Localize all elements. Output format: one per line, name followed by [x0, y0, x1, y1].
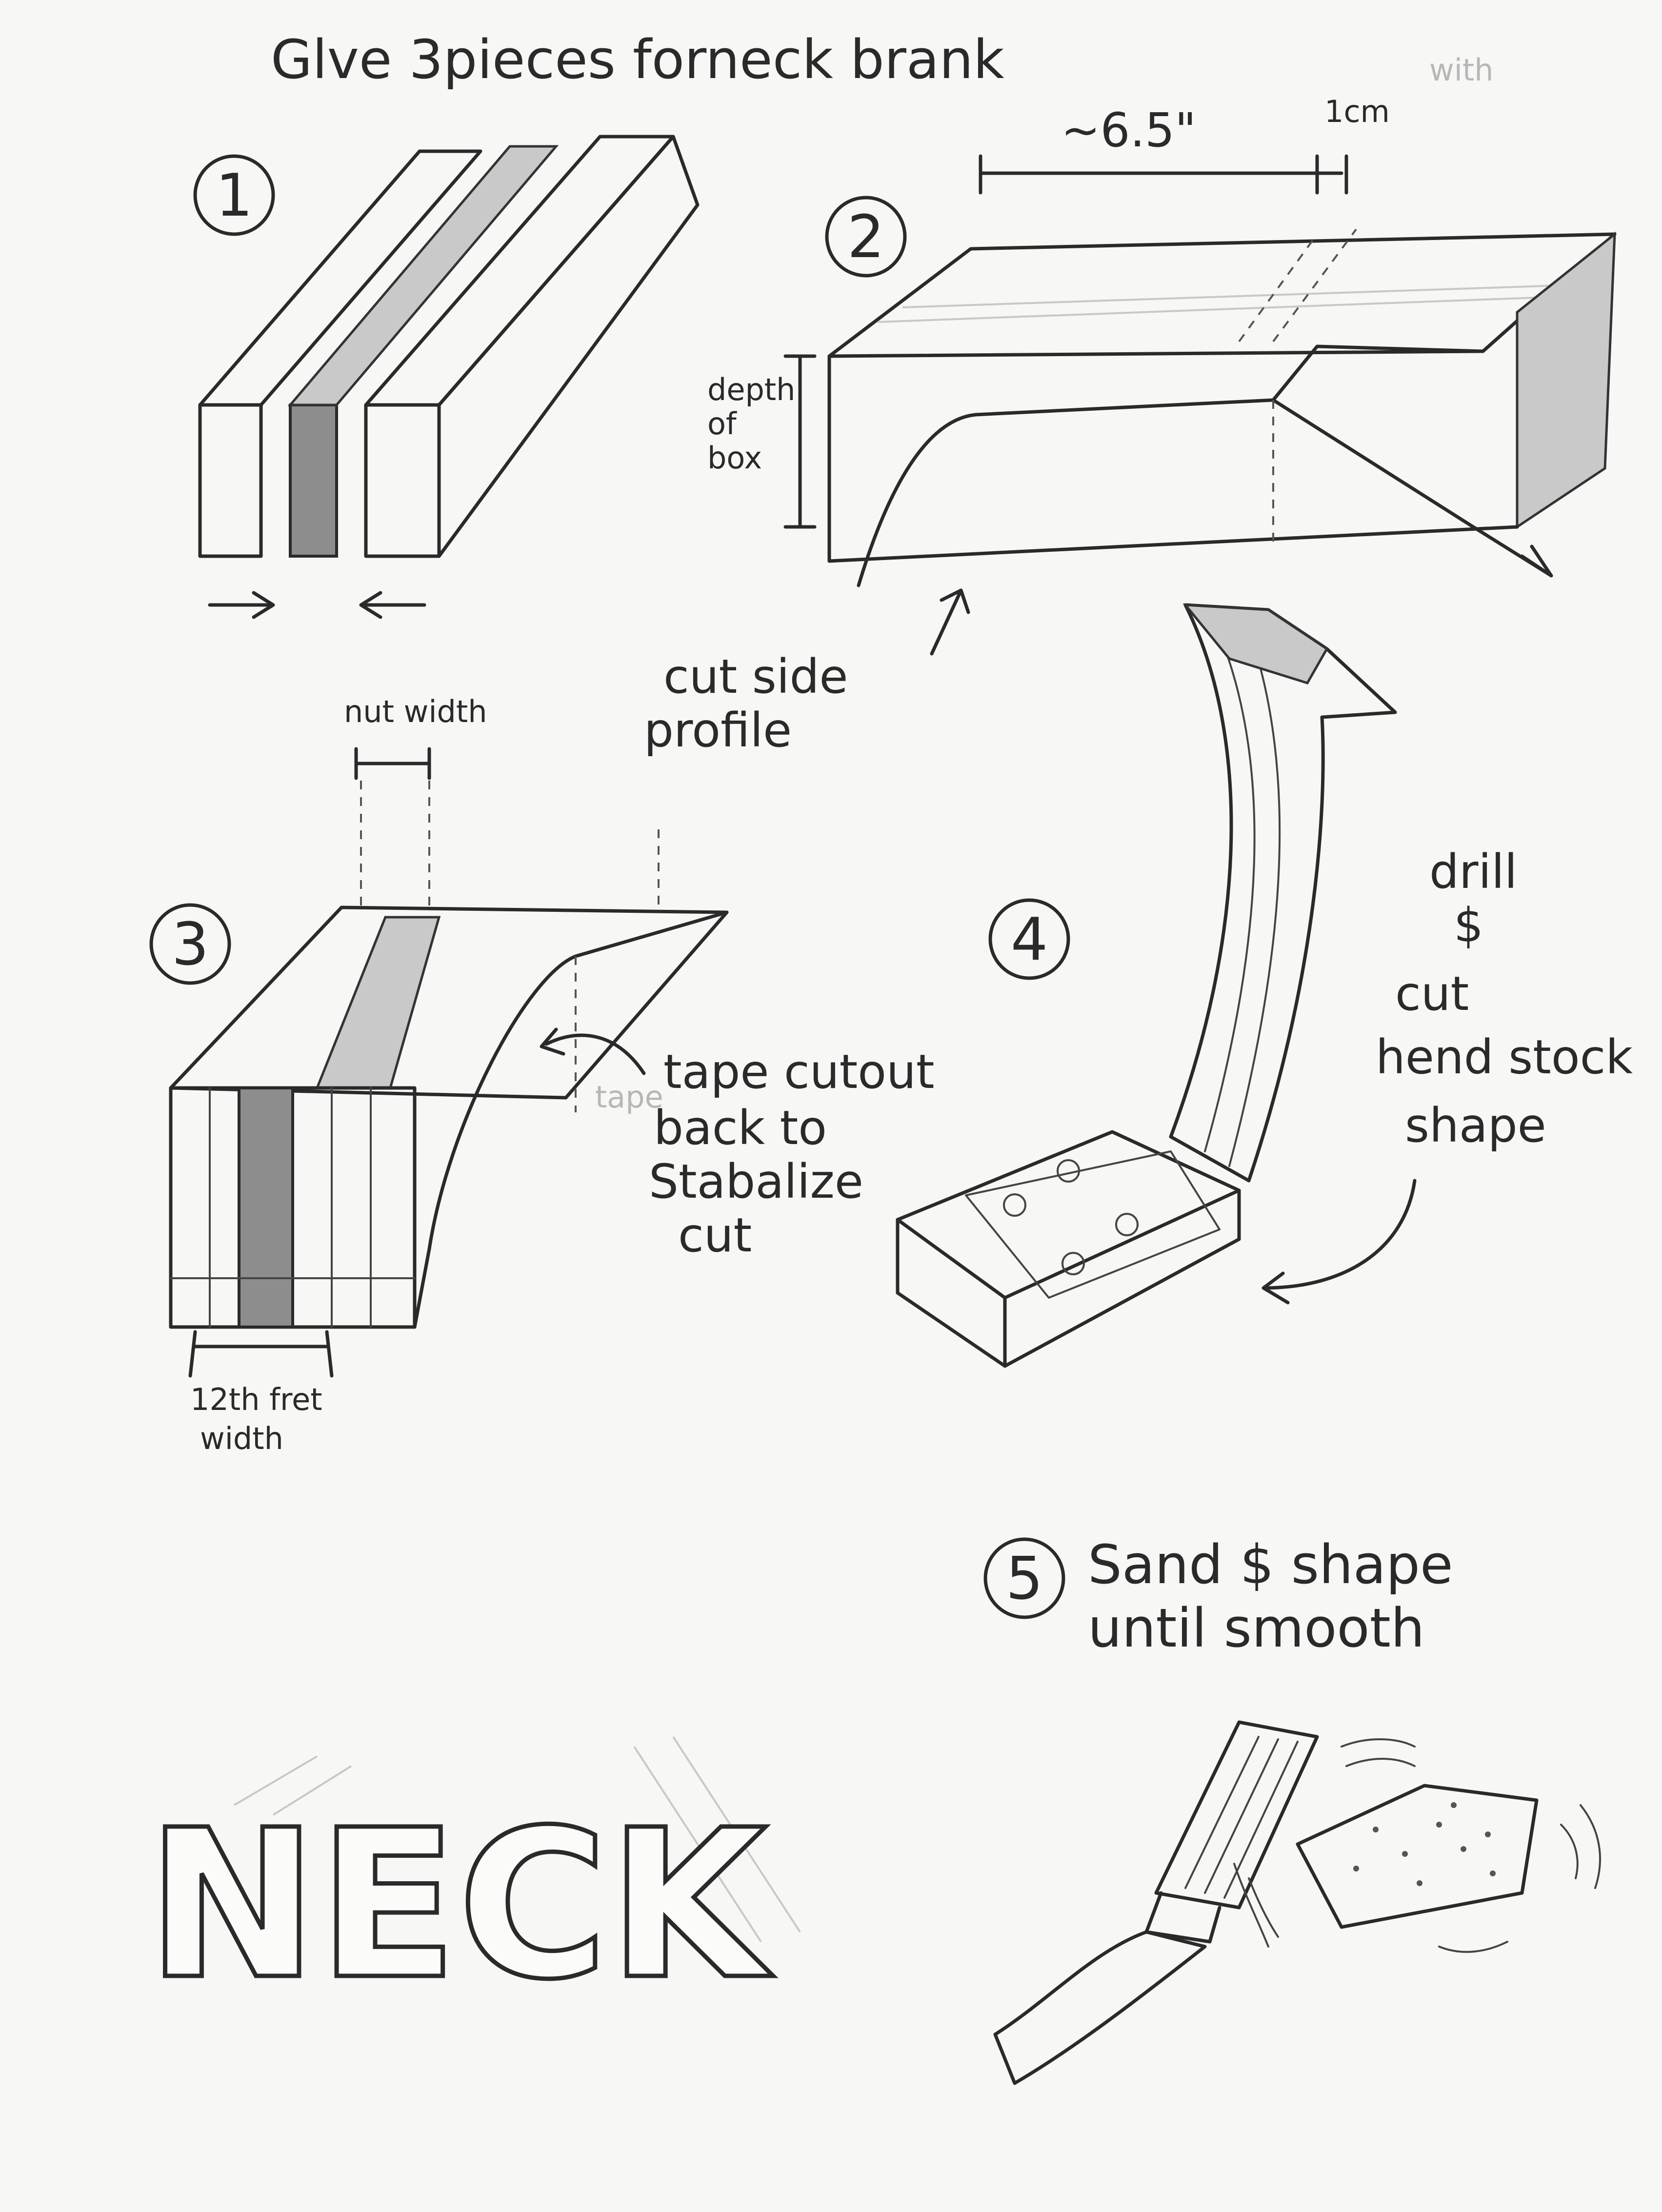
drill-label-line-1: drill	[1429, 845, 1517, 899]
neck-logo: NECK	[144, 1736, 801, 2027]
step-3-number: 3	[172, 911, 209, 979]
depth-bracket	[783, 354, 817, 529]
headstock-angle-line	[1271, 344, 1485, 402]
middle-piece-front	[289, 403, 338, 558]
tuner-hole-4	[1115, 1213, 1139, 1236]
drill-label-line-5: shape	[1405, 1098, 1546, 1153]
tape-label-line-1: tape cutout	[663, 1045, 934, 1099]
rasp-ferrule	[1144, 1891, 1221, 1944]
neck-end-cap	[1182, 603, 1329, 684]
blank-front-lines	[170, 1087, 416, 1328]
cut-pointer-arrow	[930, 588, 970, 656]
step-1-number: 1	[216, 162, 253, 230]
sanding-motion-lines	[1233, 1738, 1601, 1953]
step-1-circle	[193, 154, 275, 236]
drill-label-line-2: $	[1454, 898, 1483, 953]
neck-body	[1169, 603, 1397, 1183]
length-dimension-line	[979, 154, 1348, 195]
tuner-hole-3	[1061, 1252, 1085, 1275]
tape-label-line-3: Stabalize	[649, 1154, 863, 1209]
middle-piece-top	[287, 145, 559, 406]
left-piece-top	[198, 149, 482, 407]
step-4-circle	[988, 898, 1070, 980]
faint-watermark-text: with	[1429, 52, 1494, 88]
depth-label-line-2: of	[707, 406, 738, 442]
profile-end-arrow	[1520, 544, 1553, 578]
drill-label-line-4: hend stock	[1376, 1030, 1633, 1085]
headstock-block	[896, 1130, 1241, 1368]
depth-label-line-1: depth	[707, 372, 795, 407]
tape-label-line-2: back to	[654, 1101, 827, 1155]
faint-tape-text: tape	[595, 1079, 663, 1115]
push-right-arrow	[208, 591, 275, 619]
step-4: 4 drill $ cut hend stock shape	[896, 603, 1633, 1368]
length-label: ~6.5"	[1061, 103, 1196, 158]
side-profile-curve	[857, 398, 1553, 587]
tape-label-line-4: cut	[678, 1208, 752, 1263]
left-piece-front	[198, 403, 263, 558]
blank-side-profile	[413, 910, 729, 1329]
step-2-circle	[825, 196, 907, 278]
right-piece-side	[437, 135, 700, 558]
right-piece-front	[364, 403, 441, 558]
neck-grain-lines	[1204, 628, 1281, 1167]
step-3: 3 nut width tape tape cutout back to Sta…	[149, 694, 934, 1456]
logo-extrusion-lines	[233, 1736, 801, 1943]
step-5-number: 5	[1006, 1545, 1043, 1613]
sandpaper	[1233, 1738, 1601, 1953]
headstock-template	[965, 1150, 1221, 1299]
headstock-pointer-arrow	[1262, 1179, 1417, 1305]
rasp-blade	[1154, 1720, 1319, 1910]
blank-front-stripe	[238, 1086, 294, 1328]
sand-label-line-2: until smooth	[1088, 1597, 1425, 1659]
box-front-outline	[827, 354, 1519, 563]
step-5-circle	[983, 1537, 1065, 1619]
push-left-arrow	[359, 591, 426, 619]
three-wood-pieces	[198, 135, 700, 558]
fret-width-dimension	[188, 1330, 334, 1378]
cut-label-line-1: cut side	[663, 649, 848, 704]
box-top-shading	[878, 284, 1562, 323]
depth-label-line-3: box	[707, 440, 762, 476]
tuner-hole-1	[1003, 1193, 1026, 1217]
step-1: 1	[193, 135, 700, 619]
nut-width-guides	[360, 781, 660, 912]
neck-word: NECK	[146, 1786, 775, 2025]
step-3-circle	[149, 903, 231, 985]
step-4-number: 4	[1011, 906, 1048, 974]
box-top	[827, 232, 1617, 358]
nut-width-label: nut width	[344, 694, 487, 729]
step-2: 2 ~6.5" 1cm depth of box cut side profil…	[644, 94, 1617, 758]
fret-label-line-1: 12th fret	[190, 1382, 322, 1417]
sheet-title: Glve 3pieces forneck brank	[271, 28, 1004, 91]
rasp-tool	[993, 1720, 1319, 2085]
step-2-number: 2	[847, 203, 884, 271]
step-5: 5 Sand $ shape until smooth	[983, 1533, 1601, 2085]
tape-pointer-arrow	[540, 1027, 646, 1075]
fret-label-line-2: width	[200, 1421, 283, 1456]
rasp-handle	[993, 1930, 1207, 2085]
cut-label-line-2: profile	[644, 703, 792, 758]
nut-width-dimension	[354, 747, 431, 780]
sandpaper-sheet	[1296, 1784, 1539, 1929]
box-end	[1516, 231, 1616, 529]
tuner-hole-2	[1057, 1159, 1080, 1183]
cm-label: 1cm	[1324, 94, 1390, 129]
blank-top-stripe	[315, 916, 441, 1089]
drill-label-line-3: cut	[1395, 966, 1469, 1021]
cut-guide-dashes	[1238, 228, 1357, 542]
sand-label-line-1: Sand $ shape	[1088, 1533, 1453, 1596]
headstock-edges	[896, 1188, 1241, 1368]
